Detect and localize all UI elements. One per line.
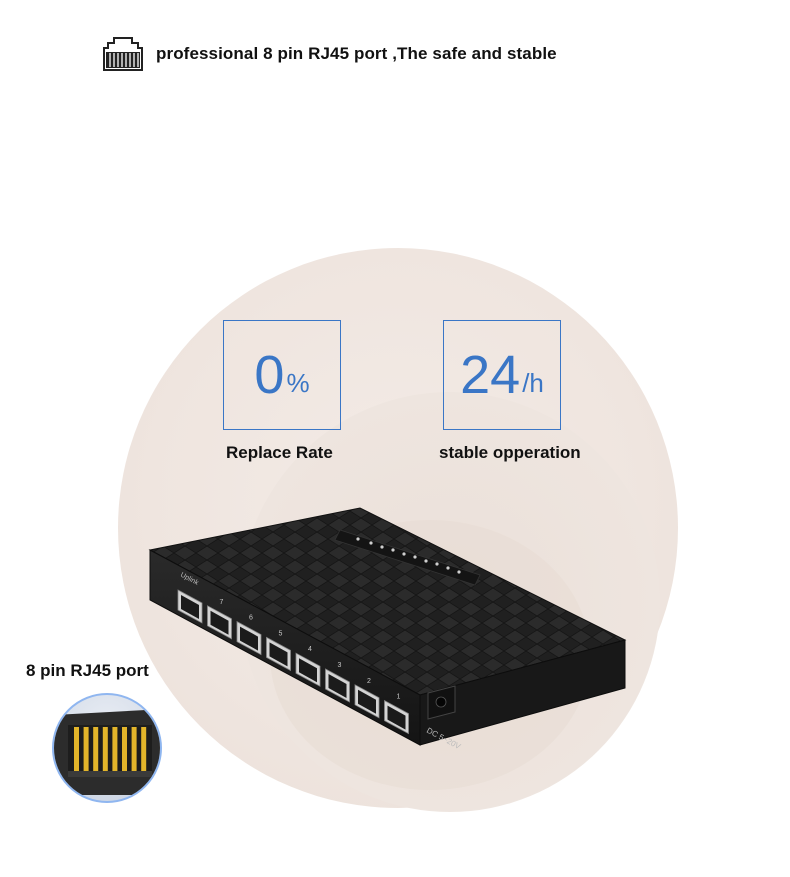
replace-rate-label: Replace Rate: [226, 443, 333, 462]
ethernet-port-socket: [269, 642, 288, 667]
ethernet-port-socket: [210, 610, 229, 635]
ethernet-port-socket: [358, 689, 376, 714]
rj45-pin: [74, 727, 79, 771]
port-zoom-title: 8 pin RJ45 port: [26, 661, 149, 680]
port-number-label: 4: [308, 646, 312, 653]
stable-operation-unit: /h: [522, 368, 544, 398]
ethernet-port-socket: [240, 626, 258, 651]
rj45-pin: [141, 727, 147, 771]
replace-rate-unit: %: [286, 368, 310, 398]
stable-operation-label: stable opperation: [439, 443, 581, 462]
ethernet-port-socket: [387, 705, 406, 730]
port-number-label: 6: [249, 615, 253, 622]
rj45-connector-icon: [103, 37, 143, 71]
header-text: professional 8 pin RJ45 port ,The safe a…: [156, 44, 557, 63]
rj45-pin: [131, 727, 137, 771]
switch-side-face: [419, 639, 626, 746]
header: professional 8 pin RJ45 port ,The safe a…: [100, 34, 557, 74]
port-number-label: 1: [397, 694, 401, 701]
ethernet-ports: 7 6 5 4 3 2 1: [177, 589, 409, 735]
rj45-pins-icon: [54, 709, 160, 795]
port-number-label: 5: [279, 630, 283, 637]
rj45-pin: [102, 727, 108, 771]
port-number-label: 2: [367, 678, 371, 685]
port-zoom-circle: [52, 693, 162, 803]
rj45-pin: [122, 727, 127, 771]
stable-operation-value: 24: [460, 345, 521, 405]
ethernet-port-socket: [328, 674, 347, 698]
led-indicators: [356, 537, 461, 574]
ethernet-port-socket: [299, 658, 317, 683]
replace-rate-box: 0 %: [223, 320, 341, 430]
rj45-pin: [93, 727, 99, 771]
replace-rate-value: 0: [254, 345, 285, 405]
port-number-label: 7: [220, 599, 224, 606]
rj45-pin: [83, 727, 89, 771]
port-number-label: 3: [338, 662, 342, 669]
ethernet-port-socket: [181, 595, 199, 619]
rj45-pin: [112, 727, 118, 771]
rj45-pins: [74, 727, 147, 771]
stable-operation-box: 24 /h: [443, 320, 561, 430]
